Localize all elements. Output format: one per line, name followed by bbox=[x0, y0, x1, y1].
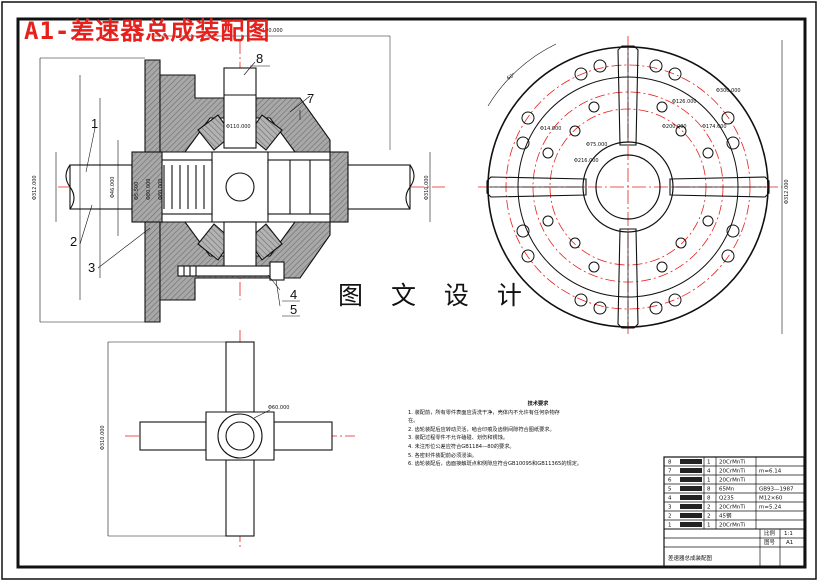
dim-bolt-circle: Φ300.000 bbox=[716, 88, 741, 94]
tb-row-qty: 1 bbox=[707, 460, 711, 466]
title-block bbox=[663, 456, 805, 568]
balloon-4: 4 bbox=[290, 287, 297, 302]
balloon-5: 5 bbox=[290, 302, 297, 317]
dim-shaft-c: Φ80.000 bbox=[158, 179, 164, 200]
dim-75: Φ75.000 bbox=[586, 142, 607, 148]
tb-row-note: M12×60 bbox=[759, 496, 783, 502]
dim-cross-hub: Φ60.000 bbox=[268, 405, 289, 411]
tb-row-material: 20CrMnTi bbox=[719, 469, 746, 475]
tb-row-qty: 4 bbox=[707, 469, 711, 475]
note-line: 3. 装配过程零件不允许磕碰、划伤和锈蚀。 bbox=[408, 435, 508, 442]
note-line: 5. 各密封件装配前必须浸油。 bbox=[408, 452, 477, 459]
tb-sheet: A1 bbox=[786, 540, 793, 546]
tb-row-no: 5 bbox=[668, 487, 672, 493]
end-view bbox=[478, 36, 783, 334]
balloon-3: 3 bbox=[88, 260, 95, 275]
tb-row-no: 6 bbox=[668, 478, 672, 484]
inner-frame bbox=[16, 17, 807, 569]
dim-shaft-a: Φ5.500 bbox=[134, 182, 140, 200]
dim-126: Φ126.000 bbox=[672, 99, 697, 105]
dim-inner-dia: Φ46.000 bbox=[110, 177, 116, 198]
tb-scale: 1:1 bbox=[784, 531, 793, 537]
tb-row-qty: 2 bbox=[707, 514, 711, 520]
tb-scale-label: 比例 bbox=[764, 529, 776, 537]
dim-right-dia: Φ310.000 bbox=[424, 175, 430, 200]
dim-overall-right: Φ312.000 bbox=[784, 179, 790, 204]
tb-row-no: 3 bbox=[668, 505, 672, 511]
balloon-1: 1 bbox=[91, 116, 98, 131]
dim-cross-overall: Φ310.000 bbox=[100, 425, 106, 450]
tb-row-qty: 1 bbox=[707, 523, 711, 529]
note-line: 4. 未注形位公差应符合GB1184—80的要求。 bbox=[408, 443, 515, 450]
notes-title: 技术要求 bbox=[527, 401, 549, 407]
tb-row-no: 7 bbox=[668, 469, 672, 475]
tb-row-qty: 8 bbox=[707, 487, 711, 493]
tb-row-qty: 2 bbox=[707, 505, 711, 511]
tb-row-material: Q235 bbox=[719, 496, 734, 502]
dim-top-width: 190.000 bbox=[262, 28, 283, 34]
technical-notes: 技术要求 1. 装配前，所有零件表面应清洗干净，壳体内不允许有任何杂物存 在。 … bbox=[408, 400, 648, 469]
note-line: 1. 装配前，所有零件表面应清洗干净，壳体内不允许有任何杂物存 bbox=[408, 409, 560, 416]
tb-row-note: m=5.24 bbox=[759, 505, 782, 511]
watermark: 图 文 设 计 bbox=[338, 281, 532, 310]
tb-row-no: 4 bbox=[668, 496, 672, 502]
balloon-7: 7 bbox=[307, 91, 314, 106]
balloon-2: 2 bbox=[70, 234, 77, 249]
note-line: 6. 齿轮装配后，齿面接触斑点和侧隙应符合GB10095和GB11365的规定。 bbox=[408, 461, 583, 468]
dim-200: Φ200.000 bbox=[662, 124, 687, 130]
dim-angle: 60° bbox=[506, 72, 517, 82]
tb-row-material: 65Mn bbox=[719, 487, 735, 493]
section-view bbox=[39, 35, 445, 323]
tb-row-note: GB93—1987 bbox=[759, 487, 794, 493]
dim-174: Φ174.600 bbox=[702, 124, 727, 130]
tb-row-material: 20CrMnTi bbox=[719, 523, 746, 529]
tb-row-no: 8 bbox=[668, 460, 672, 466]
balloon-8: 8 bbox=[256, 51, 263, 66]
tb-row-material: 20CrMnTi bbox=[719, 505, 746, 511]
cross-view bbox=[107, 330, 355, 548]
drawing-title: A1-差速器总成装配图 bbox=[24, 17, 271, 45]
dim-14: Φ14.000 bbox=[540, 126, 561, 132]
tb-row-no: 2 bbox=[668, 514, 672, 520]
tb-drawing-name: 差速器总成装配图 bbox=[668, 554, 713, 562]
tb-row-note: m=6.14 bbox=[759, 469, 782, 475]
dim-overall-left: Φ312.000 bbox=[32, 175, 38, 200]
tb-row-qty: 8 bbox=[707, 496, 711, 502]
dim-gear-callout: Φ110.000 bbox=[226, 124, 251, 130]
tb-row-no: 1 bbox=[668, 523, 672, 529]
tb-row-material: 20CrMnTi bbox=[719, 478, 746, 484]
dim-216: Φ216.000 bbox=[574, 158, 599, 164]
tb-sheet-label: 图号 bbox=[764, 538, 776, 546]
dim-shaft-b: Φ80.000 bbox=[146, 179, 152, 200]
note-line: 2. 齿轮装配后应转动灵活，啮合印痕及齿侧间隙符合图纸要求。 bbox=[408, 426, 555, 433]
tb-row-material: 45钢 bbox=[719, 512, 732, 520]
tb-row-qty: 1 bbox=[707, 478, 711, 484]
note-line: 在。 bbox=[408, 418, 419, 425]
tb-row-material: 20CrMnTi bbox=[719, 460, 746, 466]
